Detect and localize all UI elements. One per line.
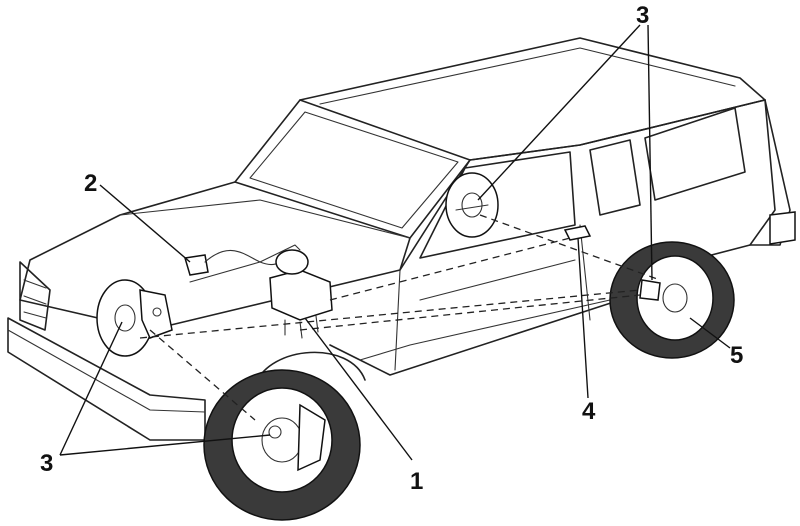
- callout-1: 1: [410, 468, 424, 495]
- callout-3-rear: 3: [636, 2, 650, 29]
- front-right-wheel: [203, 369, 361, 521]
- sensor-wiring: [139, 214, 661, 421]
- accelerometer-sensor: [563, 225, 592, 241]
- front-left-brake: [96, 279, 173, 357]
- rear-left-brake: [445, 172, 499, 238]
- leader-lines: [59, 24, 731, 461]
- callout-2: 2: [84, 170, 98, 197]
- vehicle-body: [7, 37, 796, 441]
- rear-right-wheel: [609, 241, 735, 359]
- modulator-unit: [269, 249, 333, 339]
- callout-4: 4: [582, 398, 596, 425]
- callout-3-front: 3: [40, 450, 54, 477]
- callout-5: 5: [730, 342, 744, 369]
